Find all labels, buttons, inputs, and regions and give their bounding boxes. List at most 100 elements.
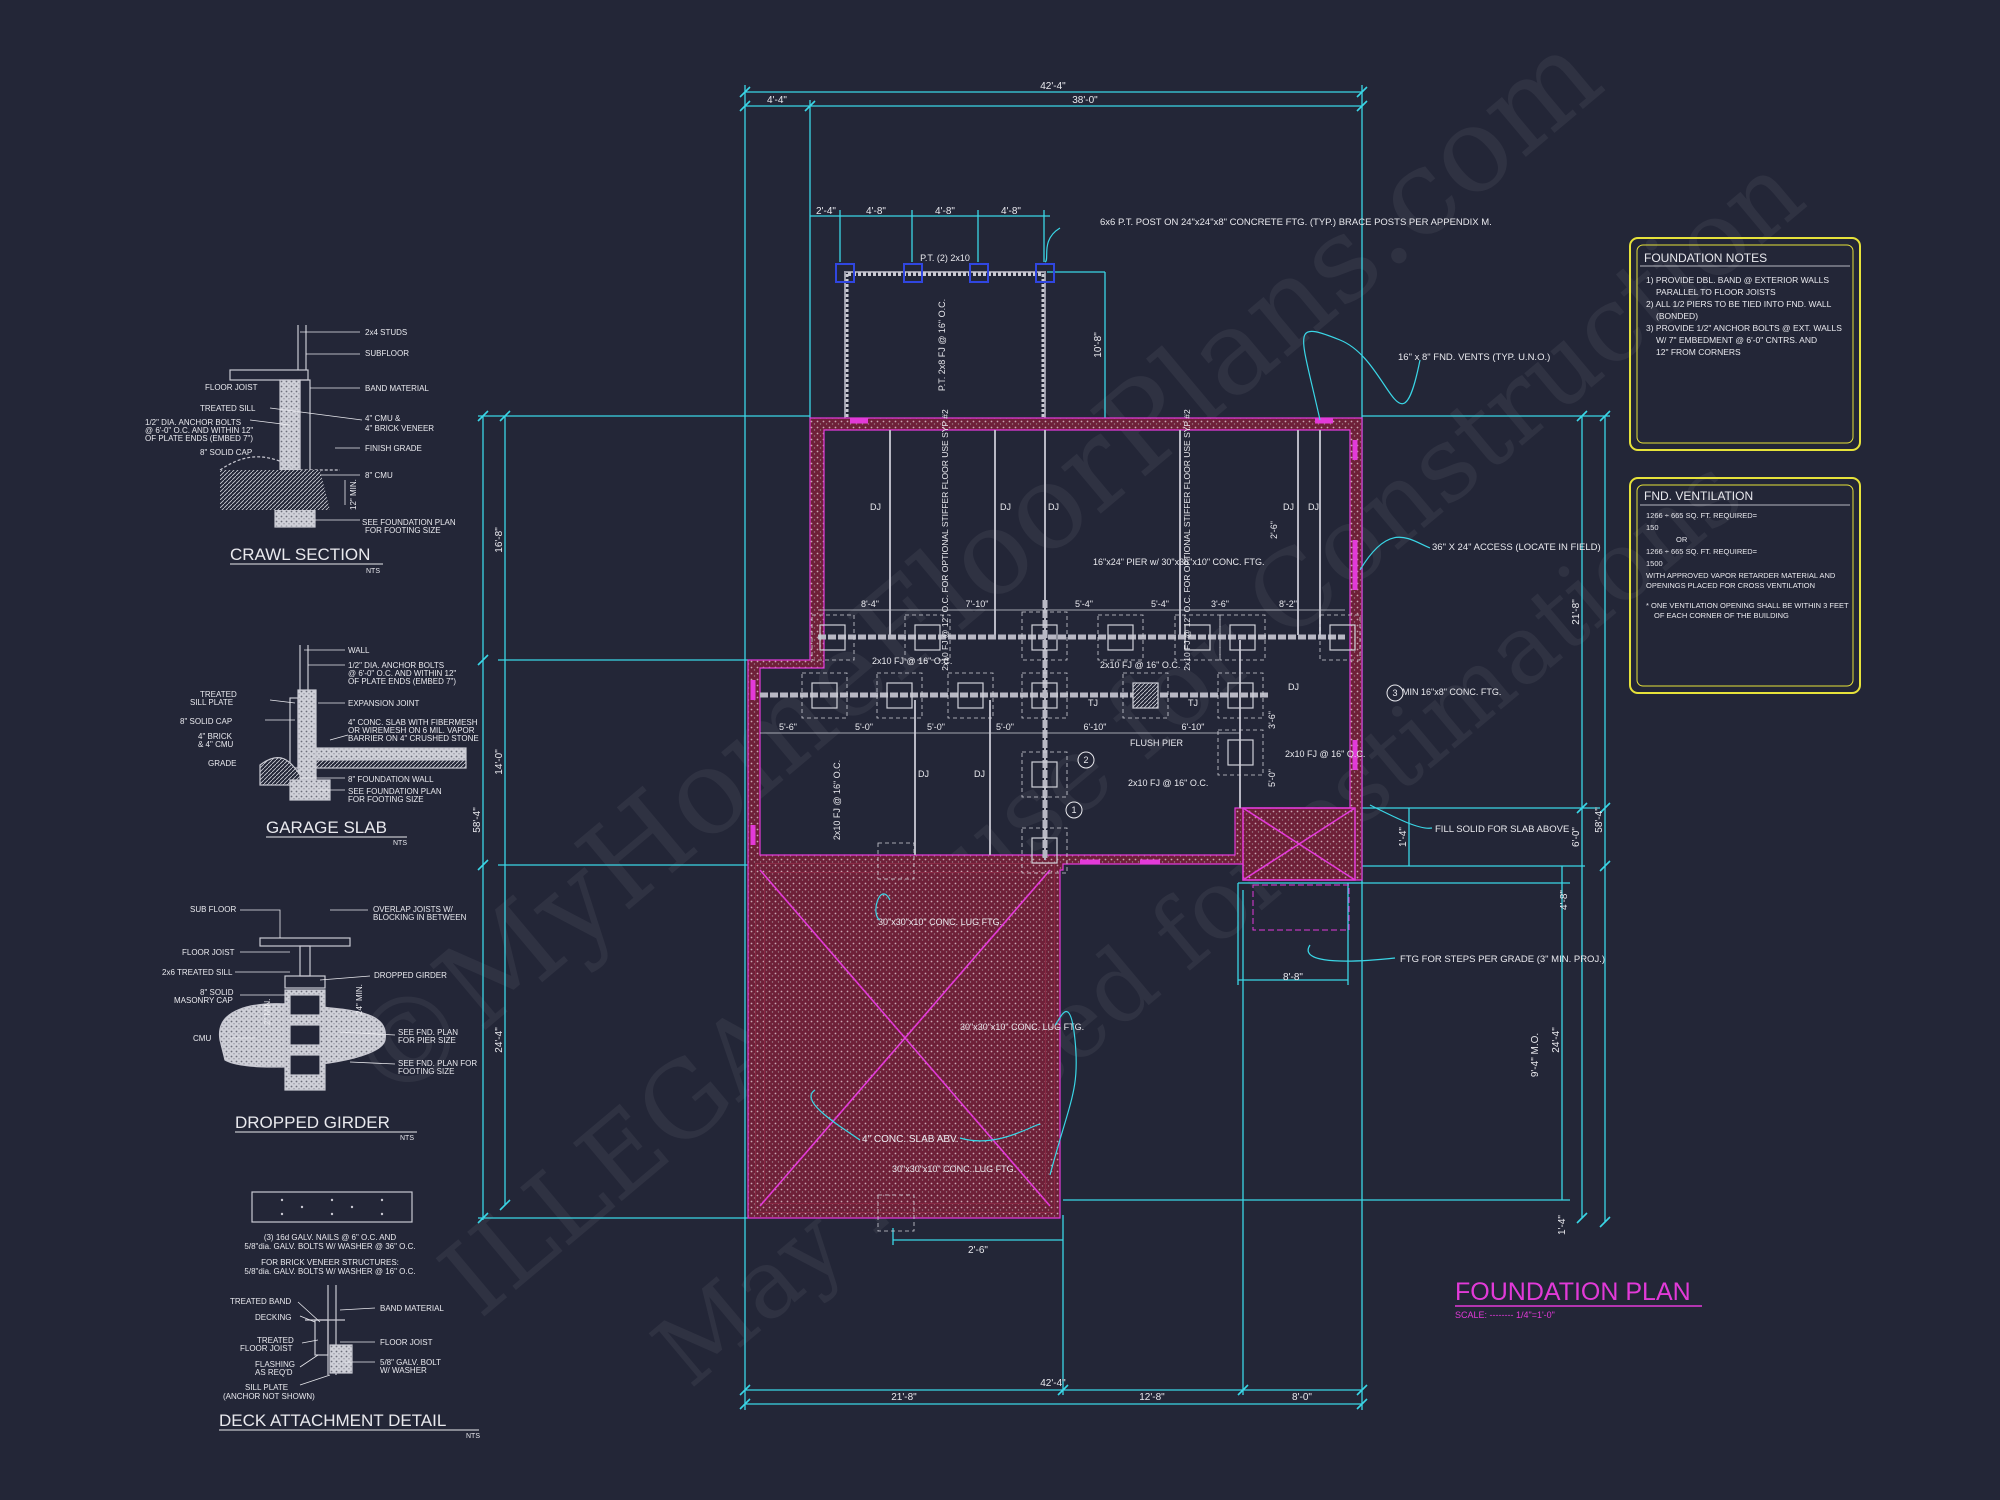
girder-label: FOR PIER SIZE (398, 1036, 456, 1045)
fj-note: 2x10 FJ @ 16" O.C. (1100, 660, 1180, 670)
fj-note: 2x10 FJ @ 16" O.C. (1128, 778, 1208, 788)
crawl-label: FOR FOOTING SIZE (365, 526, 441, 535)
deck-label: FLOOR JOIST (380, 1338, 433, 1347)
tag-2: 2 (1083, 755, 1088, 765)
garage-label: OF PLATE ENDS (EMBED 7") (348, 677, 456, 686)
garage-label: 4" BRICK (198, 732, 233, 741)
garage-label: FOR FOOTING SIZE (348, 795, 424, 804)
girder-label: SEE FND. PLAN FOR (398, 1059, 477, 1068)
dj-label: DJ (870, 502, 881, 512)
girder-label: MASONRY CAP (174, 996, 233, 1005)
deck-label: 5/8"dia. GALV. BOLTS W/ WASHER @ 16" O.C… (244, 1267, 415, 1276)
dim-bottom-seg: 12'-8" (1139, 1392, 1165, 1403)
garage-slab (759, 807, 1356, 1207)
beam-dim: 5'-0" (927, 722, 945, 732)
note-line: 2) ALL 1/2 PIERS TO BE TIED INTO FND. WA… (1646, 299, 1832, 309)
note-line: PARALLEL TO FLOOR JOISTS (1656, 287, 1776, 297)
fj-note: 2x10 FJ @ 16" O.C. (1285, 749, 1365, 759)
girder-label: OVERLAP JOISTS W/ (373, 905, 454, 914)
porch-beam-note: P.T. (2) 2x10 (920, 253, 970, 263)
crawl-label: 8" SOLID CAP (200, 448, 252, 457)
crawl-label: SEE FOUNDATION PLAN (362, 518, 456, 527)
beam-dim: 2'-6" (1269, 521, 1279, 539)
flush-pier-note: FLUSH PIER (1130, 738, 1184, 748)
tj-label: TJ (1188, 698, 1198, 708)
girder-label: CMU (193, 1034, 211, 1043)
girder-label: 24" MIN. (355, 984, 364, 1015)
dim-left-middle: 14'-0" (494, 749, 505, 775)
dimension-labels: 42'-4" 38'-0" 4'-4" 2'-4" 4'-8" 4'-8" 4'… (472, 81, 1605, 1403)
dim-left-upper: 16'-8" (494, 527, 505, 553)
porch: P.T. (2) 2x10 P.T. 2x8 FJ @ 16" O.C. (835, 253, 1055, 423)
beam-dim: 8'-4" (861, 599, 879, 609)
garage-slab-detail: WALL 1/2" DIA. ANCHOR BOLTS @ 6'-0" O.C.… (180, 645, 479, 847)
dim-right-mo: 9'-4" M.O. (1530, 1033, 1541, 1077)
beam-dim: 5'-4" (1151, 599, 1169, 609)
girder-label: SUB FLOOR (190, 905, 236, 914)
pier-note: 16"x24" PIER w/ 30"x38"x10" CONC. FTG. (1093, 557, 1265, 567)
dim-overall-top: 42'-4" (1040, 81, 1066, 92)
beam-dim: 5'-0" (855, 722, 873, 732)
crawl-label: 2x4 STUDS (365, 328, 407, 337)
slab-note: 4" CONC. SLAB ABV. (862, 1134, 959, 1145)
vent-line: OF EACH CORNER OF THE BUILDING (1654, 611, 1789, 620)
vent-line: * ONE VENTILATION OPENING SHALL BE WITHI… (1646, 601, 1849, 610)
crawl-label: SUBFLOOR (365, 349, 409, 358)
garage-label: OR WIREMESH ON 6 MIL. VAPOR (348, 726, 475, 735)
girder-label: BLOCKING IN BETWEEN (373, 913, 467, 922)
garage-label: 8" FOUNDATION WALL (348, 775, 434, 784)
crawl-label: FLOOR JOIST (205, 383, 258, 392)
dim-porch-seg: 4'-8" (866, 206, 886, 217)
crawl-label: @ 6'-0" O.C. AND WITHIN 12" (145, 426, 253, 435)
garage-label: WALL (348, 646, 370, 655)
deck-label: W/ WASHER (380, 1366, 427, 1375)
note-line: W/ 7" EMBEDMENT @ 6'-0" CNTRS. AND (1656, 335, 1817, 345)
dim-overall-bottom: 42'-4" (1040, 1378, 1066, 1389)
girder-label: 2x6 TREATED SILL (162, 968, 233, 977)
garage-label: GRADE (208, 759, 236, 768)
girder-label: 8" SOLID (200, 988, 234, 997)
dim-right-upper: 21'-8" (1571, 599, 1582, 625)
deck-label: DECKING (255, 1313, 291, 1322)
beam-dim: 6'-10" (1182, 722, 1205, 732)
dim-right-b: 4'-8" (1559, 890, 1570, 910)
crawl-label: 4" BRICK VENEER (365, 424, 434, 433)
lug-ftg-note: 30"x30"x10" CONC. LUG FTG. (892, 1164, 1016, 1174)
beam-dim-labels: 8'-4" 7'-10" 5'-4" 5'-4" 3'-6" 8'-2" 5'-… (779, 521, 1297, 787)
note-line: (BONDED) (1656, 311, 1698, 321)
dim-left-offset: 4'-4" (767, 95, 787, 106)
deck-label: TREATED (257, 1336, 294, 1345)
stiffer-floor-note: 2x10 FJ @ 12" O.C. FOR OPTIONAL STIFFER … (1182, 409, 1192, 671)
watermark-line-2: ILLEGAL to use for Construction (418, 130, 1826, 1339)
dj-label: DJ (1283, 502, 1294, 512)
deck-label: TREATED BAND (230, 1297, 291, 1306)
crawl-label: FINISH GRADE (365, 444, 422, 453)
deck-label: FLOOR JOIST (240, 1344, 293, 1353)
access-note: 36" X 24" ACCESS (LOCATE IN FIELD) (1432, 542, 1601, 553)
tag-3: 3 (1392, 688, 1397, 698)
note-line: 12" FROM CORNERS (1656, 347, 1741, 357)
dim-porch-seg: 4'-8" (935, 206, 955, 217)
dj-label: DJ (1288, 682, 1299, 692)
dj-label: DJ (1048, 502, 1059, 512)
dim-porch-seg: 2'-4" (816, 206, 836, 217)
crawl-label: 8" CMU (365, 471, 393, 480)
plan-title: FOUNDATION PLAN (1455, 1278, 1691, 1306)
dim-right-a: 6'-0" (1571, 827, 1582, 847)
plan-annotations: DJ DJ DJ DJ DJ DJ DJ DJ TJ TJ 2x10 FJ @ … (832, 217, 1605, 1174)
beam-dim: 8'-2" (1279, 599, 1297, 609)
vent-line: OR (1676, 535, 1688, 544)
garage-nts: NTS (393, 840, 407, 847)
plan-scale: SCALE: -------- 1/4"=1'-0" (1455, 1310, 1555, 1320)
detail-tag-labels: 1 2 3 (1071, 688, 1397, 815)
lug-ftg-note: 30"x30"x10" CONC. LUG FTG. (878, 917, 1002, 927)
garage-slab-title: GARAGE SLAB (266, 818, 387, 837)
dim-right-e: 1'-4" (1557, 1215, 1568, 1235)
dim-porch-seg: 4'-8" (1001, 206, 1021, 217)
stiffer-floor-note: 2x10 FJ @ 12" O.C. FOR OPTIONAL STIFFER … (940, 409, 950, 671)
dim-right-d: 1'-4" (1398, 827, 1409, 847)
dj-label: DJ (1308, 502, 1319, 512)
fill-solid-note: FILL SOLID FOR SLAB ABOVE (1435, 824, 1569, 835)
note-line: 3) PROVIDE 1/2" ANCHOR BOLTS @ EXT. WALL… (1646, 323, 1842, 333)
